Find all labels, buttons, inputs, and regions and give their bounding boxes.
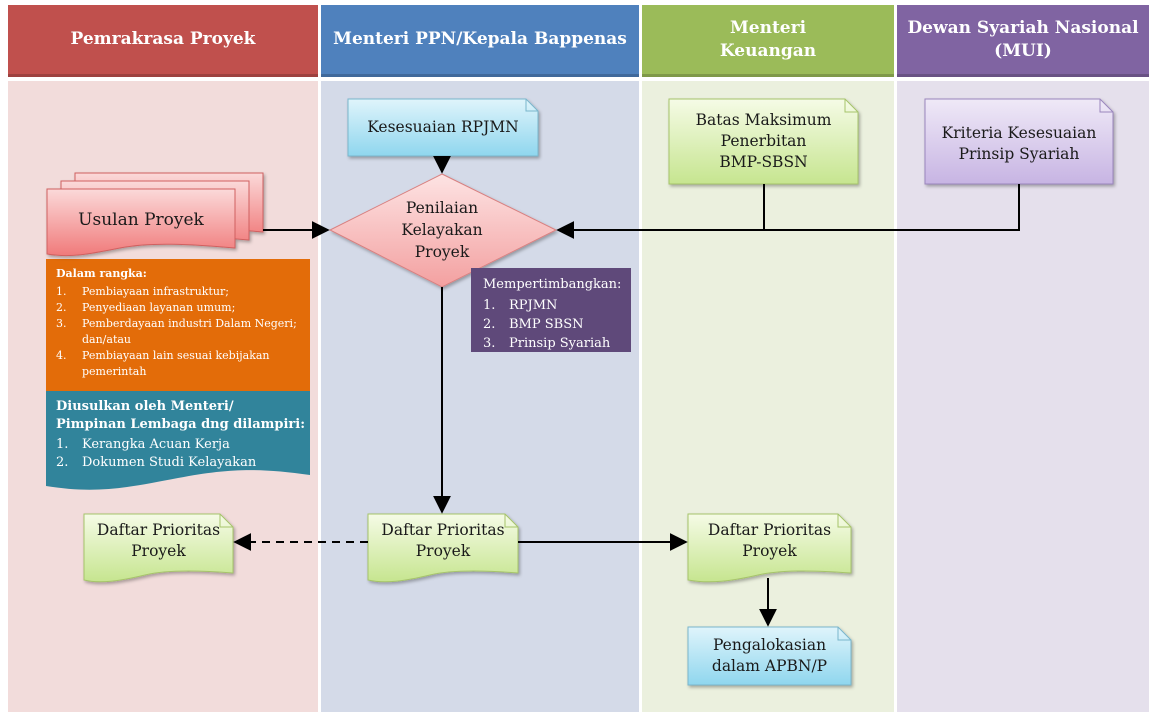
kesesuaian-rpjmn-node [347, 98, 539, 157]
lane-header-keuangan: Menteri Keuangan [642, 5, 894, 77]
list-item: 4.Pembiayaan lain sesuai kebijakan pemer… [56, 349, 270, 378]
lane-bappenas-body [321, 81, 639, 712]
daftar-prioritas-left-label: Daftar Prioritas Proyek [96, 521, 221, 560]
note-diusulkan-heading: Diusulkan oleh Menteri/ Pimpinan Lembaga… [56, 399, 305, 432]
kesesuaian-rpjmn-label: Kesesuaian RPJMN [367, 118, 519, 136]
batas-maksimum-label: Batas Maksimum Penerbitan BMP-SBSN [695, 110, 832, 171]
daftar-prioritas-right-node [687, 513, 852, 583]
list-item: 1.RPJMN [483, 298, 558, 313]
daftar-prioritas-left-node [83, 513, 234, 583]
usulan-proyek-label: Usulan Proyek [78, 209, 204, 230]
lane-header-pemrakarsa: Pemrakrasa Proyek [8, 5, 318, 77]
pengalokasian-node [687, 626, 852, 686]
list-item: 3.Pemberdayaan industri Dalam Negeri; da… [56, 317, 297, 346]
list-item: 1.Pembiayaan infrastruktur; [56, 285, 229, 298]
note-mempertimbangkan: Mempertimbangkan: 1.RPJMN 2.BMP SBSN 3.P… [471, 268, 631, 352]
usulan-proyek-node [46, 172, 264, 257]
note-rangka-heading: Dalam rangka: [56, 267, 147, 280]
list-item: 2.BMP SBSN [483, 317, 584, 332]
kriteria-kesesuaian-label: Kriteria Kesesuaian Prinsip Syariah [941, 124, 1097, 163]
kriteria-kesesuaian-node [924, 98, 1114, 185]
list-item: 3.Prinsip Syariah [483, 336, 611, 351]
daftar-prioritas-mid-label: Daftar Prioritas Proyek [381, 521, 505, 560]
arrow-kriteria-to-penilaian [556, 184, 1020, 239]
note-mempertimbangkan-heading: Mempertimbangkan: [483, 277, 622, 292]
note-rangka: Dalam rangka: 1.Pembiayaan infrastruktur… [56, 266, 306, 380]
list-item: 2.Penyediaan layanan umum; [56, 301, 236, 314]
connectors [233, 155, 1020, 627]
batas-maksimum-node [668, 98, 859, 185]
note-diusulkan: Diusulkan oleh Menteri/ Pimpinan Lembaga… [56, 398, 306, 472]
daftar-prioritas-mid-node [367, 513, 519, 583]
lane-header-bappenas: Menteri PPN/Kepala Bappenas [321, 5, 639, 77]
penilaian-kelayakan-label: Penilaian Kelayakan Proyek [401, 199, 483, 261]
list-item: 2.Dokumen Studi Kelayakan [56, 455, 257, 470]
lane-header-mui: Dewan Syariah Nasional (MUI) [897, 5, 1149, 77]
pengalokasian-label: Pengalokasian dalam APBN/P [711, 636, 828, 675]
list-item: 1.Kerangka Acuan Kerja [56, 437, 230, 452]
note-rangka-bg [46, 259, 310, 391]
daftar-prioritas-right-label: Daftar Prioritas Proyek [707, 521, 832, 560]
lane-mui-body [897, 81, 1149, 712]
